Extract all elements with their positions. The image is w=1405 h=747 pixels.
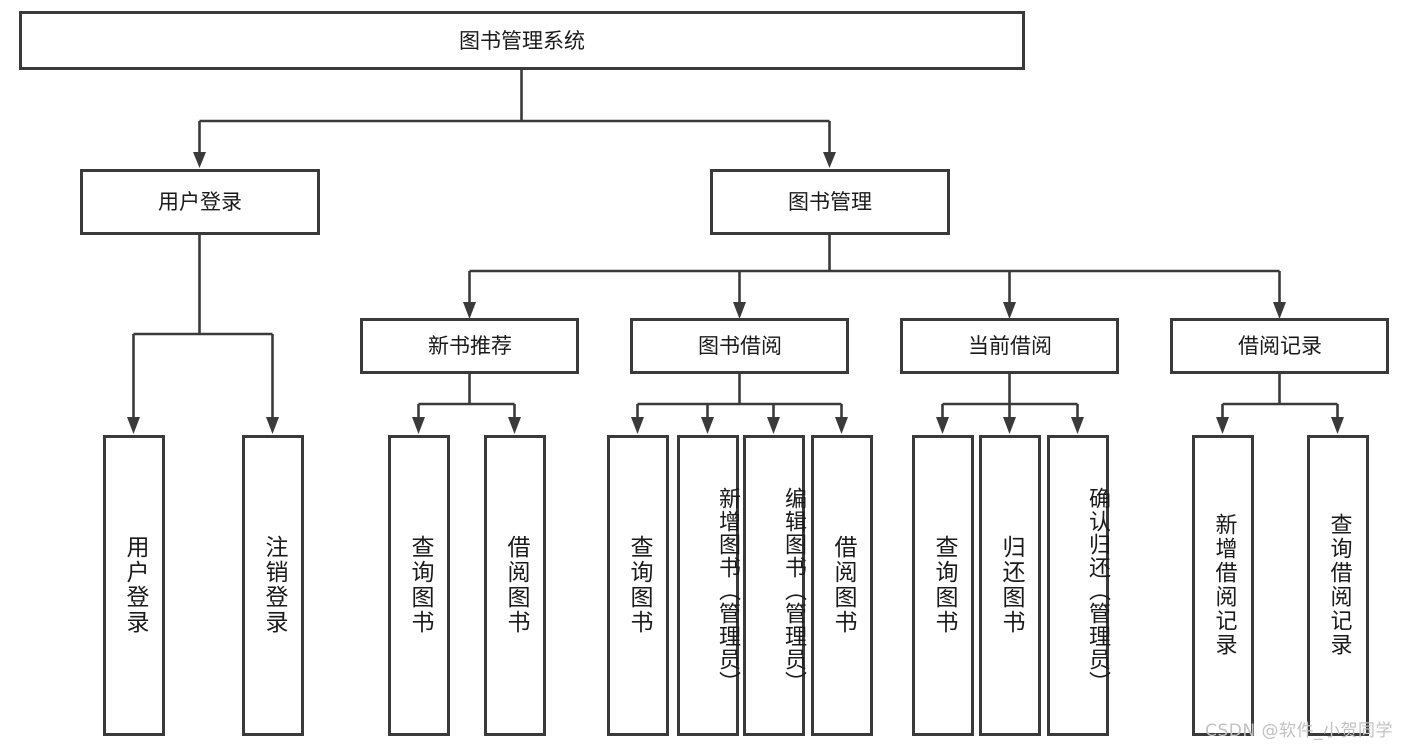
node-current-borrow-box[interactable] [900, 318, 1119, 374]
arrowhead-leaf-query-book-2 [631, 417, 644, 434]
node-book-management-label: 图书管理 [788, 190, 872, 214]
leaf-box-confirm-return[interactable] [1047, 435, 1109, 736]
node-book-management-box[interactable] [710, 169, 950, 235]
leaf-box-user-login[interactable] [103, 435, 165, 736]
arrowhead-leaf-logout [266, 417, 279, 434]
node-book-borrow-box[interactable] [630, 318, 849, 374]
arrowhead-leaf-add-record [1216, 417, 1229, 434]
arrowhead-leaf-query-book-1 [412, 417, 425, 434]
leaf-box-query-book-1[interactable] [388, 435, 450, 736]
node-new-book-recommend-box[interactable] [360, 318, 579, 374]
arrowhead-leaf-query-record [1331, 417, 1344, 434]
leaf-box-query-record[interactable] [1307, 435, 1369, 736]
arrowhead-book-borrow [733, 302, 746, 319]
node-borrow-record-label: 借阅记录 [1238, 334, 1322, 358]
leaf-box-borrow-book-2[interactable] [811, 435, 873, 736]
node-borrow-record-box[interactable] [1170, 318, 1389, 374]
arrowhead-leaf-borrow-book-2 [835, 417, 848, 434]
node-root-label: 图书管理系统 [459, 29, 585, 53]
arrowhead-user-login [193, 152, 206, 168]
arrowhead-new-book-rec [463, 302, 476, 319]
arrowhead-leaf-confirm-return [1071, 417, 1084, 434]
arrowhead-current-borrow [1003, 302, 1016, 319]
leaf-box-logout[interactable] [242, 435, 304, 736]
node-current-borrow-label: 当前借阅 [968, 334, 1052, 358]
node-new-book-recommend-label: 新书推荐 [428, 334, 512, 358]
arrowhead-leaf-add-book [701, 417, 714, 434]
connector-layer [127, 68, 1344, 434]
arrowhead-leaf-query-book-3 [936, 417, 949, 434]
node-user-login-label: 用户登录 [158, 190, 242, 214]
leaf-box-query-book-2[interactable] [607, 435, 669, 736]
leaf-box-return-book[interactable] [979, 435, 1041, 736]
arrowhead-book-mgmt [823, 152, 836, 168]
node-layer: 图书管理系统 用户登录 图书管理 新书推荐 图书借阅 当前借阅 借阅记录 [19, 11, 1389, 736]
arrowhead-borrow-record [1273, 302, 1286, 319]
node-book-borrow-label: 图书借阅 [698, 334, 782, 358]
node-user-login-box[interactable] [80, 169, 320, 235]
arrowhead-leaf-user-login [127, 417, 140, 434]
leaf-box-query-book-3[interactable] [912, 435, 974, 736]
node-root-box[interactable] [19, 11, 1025, 70]
arrowhead-leaf-return-book [1003, 417, 1016, 434]
arrowhead-leaf-borrow-book-1 [508, 417, 521, 434]
arrowhead-leaf-edit-book [767, 417, 780, 434]
leaf-box-edit-book[interactable] [743, 435, 805, 736]
csdn-watermark: CSDN @软件_小贺同学 [1205, 721, 1393, 741]
leaf-box-add-record[interactable] [1192, 435, 1254, 736]
leaf-box-borrow-book-1[interactable] [484, 435, 546, 736]
leaf-box-add-book[interactable] [677, 435, 739, 736]
